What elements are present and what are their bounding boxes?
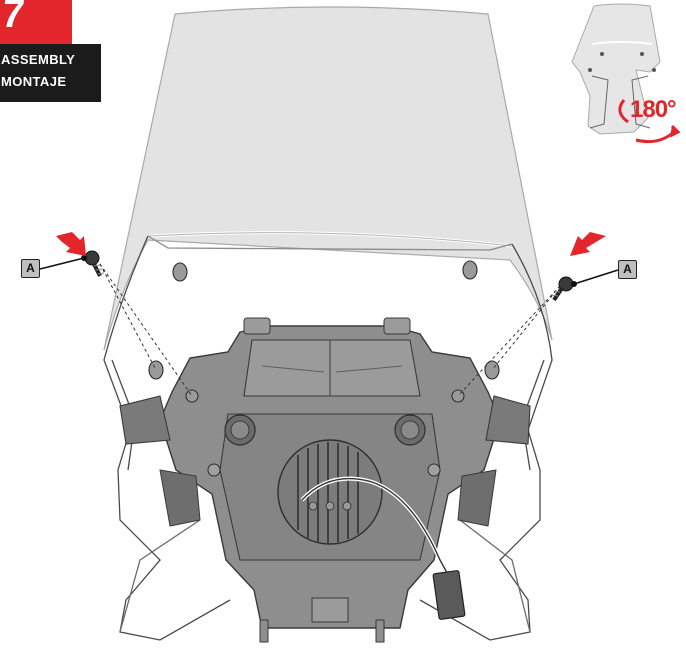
windshield <box>103 6 553 351</box>
part-label-right: A <box>618 260 637 279</box>
step-title-line-2: MONTAJE <box>1 74 67 89</box>
headlight-housing <box>119 317 531 643</box>
rotation-thumbnail <box>571 3 661 135</box>
rotation-label: 180° <box>630 96 677 123</box>
part-label-left: A <box>21 259 40 278</box>
step-title-line-1: ASSEMBLY <box>1 52 76 67</box>
step-number-badge: 7 <box>0 0 72 44</box>
rotate-arrow-icon <box>618 99 681 144</box>
step-title: ASSEMBLY MONTAJE <box>0 44 101 102</box>
alignment-lines <box>99 263 561 397</box>
screw-icon <box>84 250 105 277</box>
arrow-icon <box>56 232 86 256</box>
arrow-icon <box>570 232 606 256</box>
screw-icon <box>551 276 574 302</box>
mounting-grommets <box>148 260 500 403</box>
headlight-mask <box>103 235 553 641</box>
label-leaders <box>39 255 619 287</box>
